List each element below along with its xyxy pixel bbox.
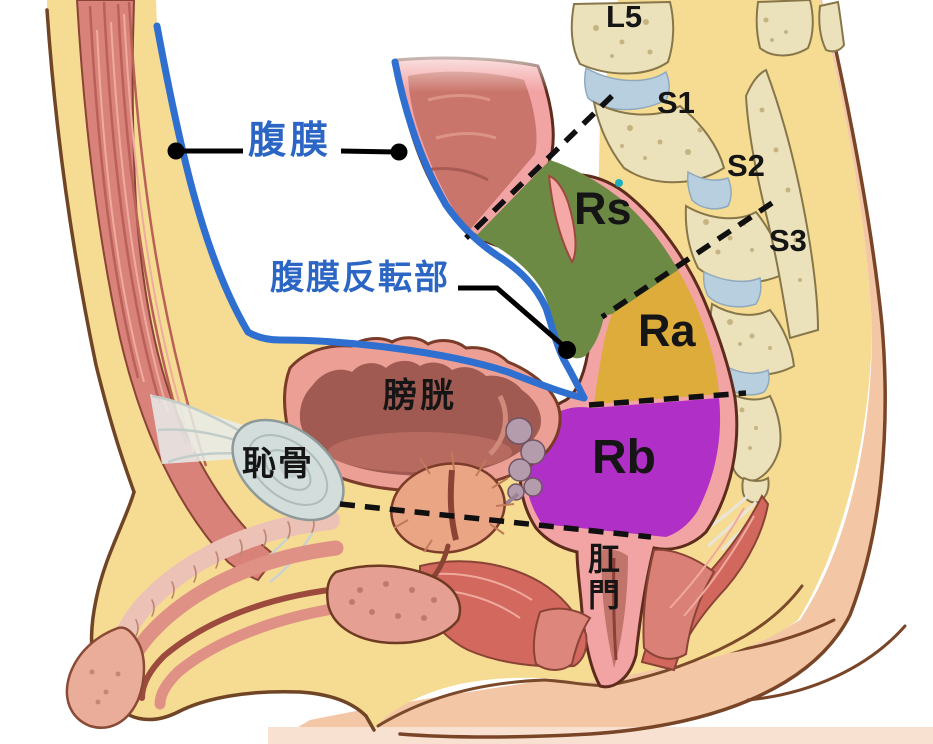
sigmoid-lumen xyxy=(408,71,537,233)
peritoneum-pointer-right xyxy=(340,148,400,155)
rectal-fold xyxy=(547,174,577,265)
label-l5: L5 xyxy=(606,0,643,34)
glans xyxy=(65,626,146,729)
boundary-rb-anal xyxy=(339,501,652,540)
bladder xyxy=(283,336,562,493)
boundary-sigmoid-rs xyxy=(464,94,614,240)
label-peritoneal-reflection: 腹膜反転部 xyxy=(270,259,450,297)
buttock-skin xyxy=(268,0,933,744)
disc-s2-s3 xyxy=(702,270,762,308)
buttock-fold-line xyxy=(746,624,907,702)
spine xyxy=(570,0,846,552)
boundary-ra-rb xyxy=(588,390,747,408)
label-s1: S1 xyxy=(657,85,695,120)
colon-rectum xyxy=(386,40,739,689)
anal-canal-line xyxy=(612,557,618,661)
label-pubic-bone: 恥骨 xyxy=(242,445,314,483)
segment-boundaries xyxy=(339,94,774,540)
prostate-body xyxy=(390,462,506,554)
sphincter-left xyxy=(532,607,592,671)
penile-urethra xyxy=(139,585,349,701)
label-s2: S2 xyxy=(727,148,765,183)
label-peritoneum: 腹膜 xyxy=(248,120,333,162)
bone-sliver xyxy=(818,0,846,53)
skin-bottom-strip xyxy=(268,727,933,744)
prostate xyxy=(390,451,515,554)
sigmoid-fade xyxy=(386,40,566,92)
bladder-base xyxy=(328,432,512,472)
corpus-spongiosum xyxy=(154,600,358,710)
peritoneum-parietal xyxy=(153,22,588,402)
segment-rs-region xyxy=(474,160,690,359)
bulb-texture xyxy=(349,581,437,621)
sigmoid-texture xyxy=(425,94,497,182)
prostatic-urethra xyxy=(447,469,459,541)
reflection-pointer xyxy=(458,285,568,350)
seminal-vesicle xyxy=(480,417,546,522)
pointer-lines xyxy=(167,142,576,359)
penile-bulb xyxy=(326,564,462,645)
bladder-highlight xyxy=(488,394,508,456)
back-contour xyxy=(398,4,887,739)
teal-dot xyxy=(615,179,623,187)
label-segment-ra: Ra xyxy=(638,305,696,356)
label-segment-rb: Rb xyxy=(592,431,656,484)
muscle-highlights xyxy=(96,13,195,453)
levator-striations xyxy=(669,507,755,617)
disc-s1-s2 xyxy=(686,170,732,210)
label-bladder: 膀胱 xyxy=(383,377,457,415)
segment-rb-region xyxy=(525,398,721,537)
glans-texture xyxy=(89,669,121,705)
front-contour xyxy=(45,8,136,494)
pelvic-floor-muscles xyxy=(419,494,770,672)
segment-ra-region xyxy=(594,270,719,404)
label-anus: 肛門 xyxy=(584,542,620,614)
boundary-rs-ra xyxy=(600,200,774,320)
pointer-dots xyxy=(167,142,576,359)
spinous-process-l5 xyxy=(755,0,814,57)
prostate-texture xyxy=(393,451,515,553)
peritoneum-visceral xyxy=(391,58,588,402)
label-s3: S3 xyxy=(769,223,807,258)
peritoneum-line xyxy=(153,22,588,402)
pubic-bone xyxy=(231,418,345,522)
penis xyxy=(65,510,358,729)
posterior-sacral-column xyxy=(744,68,820,340)
penis-scrotum-contour xyxy=(89,490,376,732)
label-segment-rs: Rs xyxy=(574,183,632,234)
